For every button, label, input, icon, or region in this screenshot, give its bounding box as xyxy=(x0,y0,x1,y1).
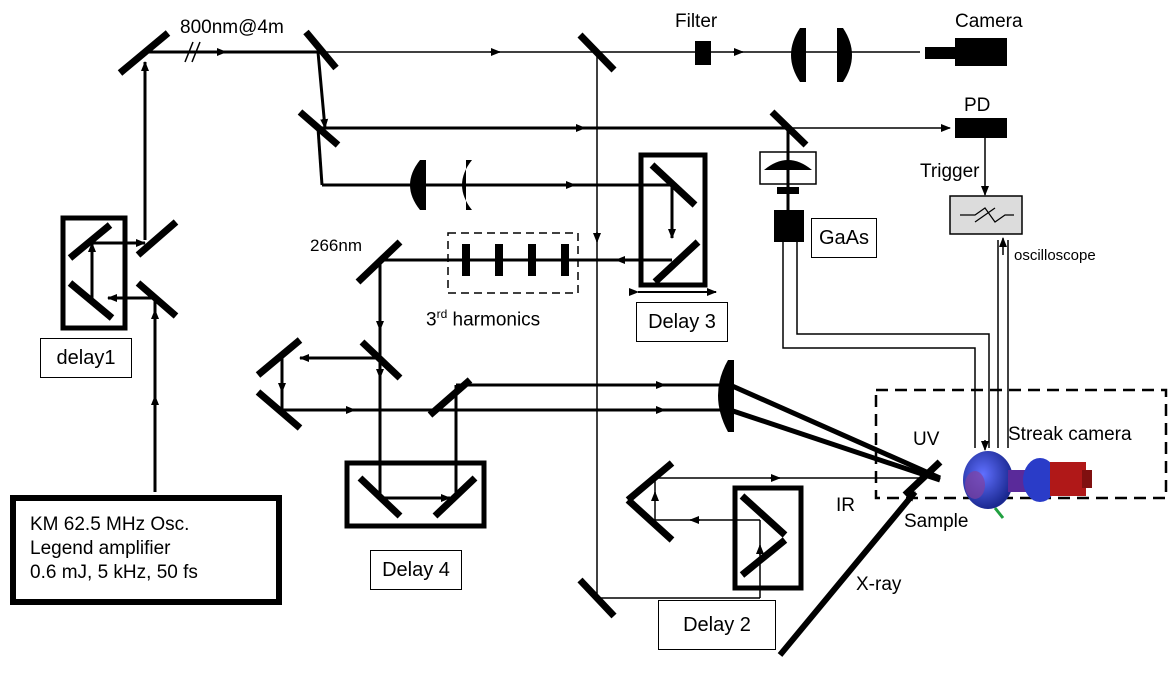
mirrors xyxy=(67,29,943,619)
source-line-3: 0.6 mJ, 5 kHz, 50 fs xyxy=(30,562,198,583)
mirror-delay1-d xyxy=(135,280,179,319)
mirror-ir-b xyxy=(625,497,675,543)
xray-label: X-ray xyxy=(856,574,902,595)
streak-camera-icon xyxy=(963,451,1092,519)
mirror-top-left xyxy=(117,30,171,76)
mirror-d4-top-right xyxy=(359,339,403,381)
harmonics-crystals xyxy=(447,232,579,294)
harmonics-superscript: rd xyxy=(436,307,448,321)
laser-beams xyxy=(88,41,1009,657)
mirror-left-fold xyxy=(297,109,341,148)
mirror-delay1-c xyxy=(67,280,115,321)
delay3-label: Delay 3 xyxy=(648,310,716,333)
delay1-frame xyxy=(60,215,128,331)
mirror-d4-inner-a xyxy=(357,475,403,519)
camera-icon xyxy=(925,38,1007,66)
mirror-top-split xyxy=(577,32,617,73)
gaas-label-box: GaAs xyxy=(811,218,877,258)
harmonics-text: harmonics xyxy=(447,309,541,331)
lens-focus xyxy=(718,360,734,432)
delay4-box: Delay 4 xyxy=(370,550,462,590)
ir-label: IR xyxy=(836,495,855,516)
streak-label: Streak camera xyxy=(1008,424,1132,445)
lens-camera-1 xyxy=(791,28,806,82)
delay2-label: Delay 2 xyxy=(683,613,751,636)
delay2-box: Delay 2 xyxy=(658,600,776,650)
lenses xyxy=(410,28,852,432)
mirror-delay2-a xyxy=(739,493,788,538)
oscilloscope-label: oscilloscope xyxy=(1014,247,1096,264)
gaas-assembly xyxy=(759,151,817,242)
laser-source-box: KM 62.5 MHz Osc. Legend amplifier 0.6 mJ… xyxy=(10,495,282,605)
uv-label: UV xyxy=(913,429,940,450)
delay-frames xyxy=(60,152,804,591)
source-line-2: Legend amplifier xyxy=(30,538,171,559)
pd-label: PD xyxy=(964,95,991,116)
mirror-d4-mid xyxy=(427,377,473,418)
sample-label: Sample xyxy=(904,511,969,532)
mirror-delay2-b xyxy=(739,537,788,578)
uv266-label: 266nm xyxy=(310,236,362,255)
mirror-266 xyxy=(355,239,403,285)
mirror-d4-bottom-left xyxy=(255,389,303,431)
lens-delay-2 xyxy=(462,160,472,210)
filter-element xyxy=(695,41,711,65)
mirror-top xyxy=(303,29,339,71)
lens-gaas xyxy=(764,160,812,170)
mirror-sample xyxy=(902,459,943,498)
harmonics-number: 3 xyxy=(426,309,437,331)
mirror-d4-top-left xyxy=(255,337,303,378)
harmonics-label: 3rd harmonics xyxy=(426,308,540,329)
delay3-box: Delay 3 xyxy=(636,302,728,342)
delay1-box: delay1 xyxy=(40,338,132,378)
trigger-label: Trigger xyxy=(920,161,980,182)
mirror-bottom xyxy=(577,577,617,619)
delay1-label: delay1 xyxy=(56,346,116,369)
delay3-frame xyxy=(638,152,708,288)
mirror-delay1-a xyxy=(67,222,113,261)
mirror-ir-a xyxy=(625,460,675,503)
delay4-frame xyxy=(344,460,487,529)
mirror-delay3-a xyxy=(649,162,698,208)
source-line-1: KM 62.5 MHz Osc. xyxy=(30,514,190,535)
pd-detector xyxy=(955,118,1007,138)
lens-delay-1 xyxy=(410,160,426,210)
trigger-device xyxy=(949,195,1023,235)
mirror-d4-inner-b xyxy=(432,475,478,519)
mirror-pd xyxy=(769,109,809,148)
delay2-frame xyxy=(732,485,804,591)
camera-label: Camera xyxy=(955,11,1023,32)
lens-camera-2 xyxy=(837,28,852,82)
gaas-label: GaAs xyxy=(818,226,870,249)
beam-label: 800nm@4m xyxy=(180,17,284,38)
filter-label: Filter xyxy=(675,11,718,32)
mirror-delay1-b xyxy=(135,219,179,258)
streak-camera-region xyxy=(874,388,1168,500)
mirror-delay3-b xyxy=(652,239,701,285)
delay4-label: Delay 4 xyxy=(382,558,450,581)
